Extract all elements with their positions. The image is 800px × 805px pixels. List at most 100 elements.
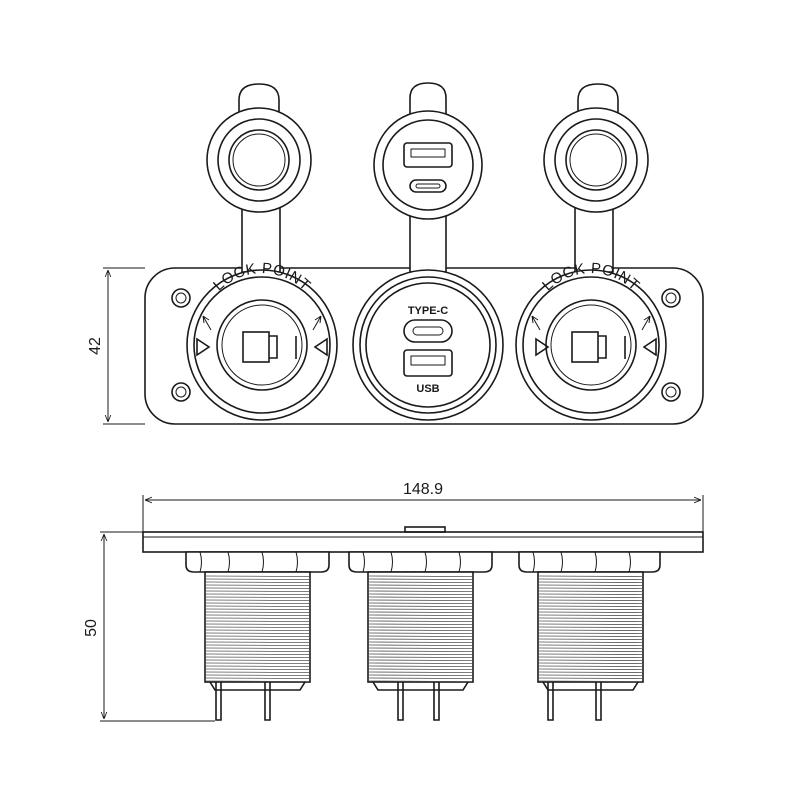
side-top-bump (404, 526, 446, 533)
left-thread-line (205, 638, 310, 640)
right-center-contact (571, 331, 599, 363)
right-thread-line (538, 623, 643, 625)
middle-thread-line (368, 656, 473, 658)
side-socket-middle (348, 551, 493, 721)
front-view: LOCK POINT LOCK POINT (87, 82, 704, 425)
middle-thread-line (368, 575, 473, 577)
right-lock-triangle-right (642, 337, 657, 357)
type-c-port (403, 319, 453, 343)
right-thread-line (538, 596, 643, 598)
middle-pin-a (397, 682, 404, 721)
left-nut (185, 551, 330, 573)
middle-thread-line (368, 581, 473, 583)
right-nut (518, 551, 661, 573)
left-pin-a (215, 682, 222, 721)
left-thread-line (205, 602, 310, 604)
middle-thread-line (368, 647, 473, 649)
right-thread-line (538, 590, 643, 592)
right-thread-line (538, 659, 643, 661)
left-thread-line (205, 659, 310, 661)
middle-thread-line (368, 671, 473, 673)
right-pin-a (547, 682, 554, 721)
right-thread-line (538, 674, 643, 676)
middle-thread-line (368, 665, 473, 667)
left-thread-line (205, 629, 310, 631)
right-thread-line (538, 602, 643, 604)
left-thread-line (205, 668, 310, 670)
right-thread-line (538, 665, 643, 667)
left-thread-line (205, 587, 310, 589)
middle-thread-line (368, 614, 473, 616)
left-thread-line (205, 599, 310, 601)
side-socket-left (185, 551, 330, 721)
middle-thread-line (368, 629, 473, 631)
left-thread-line (205, 674, 310, 676)
middle-threads (368, 575, 473, 682)
right-thread-line (538, 647, 643, 649)
right-thread-line (538, 677, 643, 679)
usb-label: USB (416, 383, 439, 395)
middle-thread-line (368, 608, 473, 610)
middle-thread-line (368, 578, 473, 580)
usb-a-port (403, 349, 453, 377)
side-view: 148.9 50 (83, 481, 704, 722)
left-threads (205, 575, 310, 682)
usb-cap-tab (409, 82, 447, 119)
left-thread-line (205, 617, 310, 619)
right-pin-b (595, 682, 602, 721)
side-width-dimension: 148.9 (142, 481, 704, 532)
right-thread-line (538, 575, 643, 577)
middle-thread-line (368, 596, 473, 598)
middle-thread-line (368, 587, 473, 589)
left-thread-line (205, 611, 310, 613)
left-socket-outer-ring (186, 269, 338, 421)
right-thread-line (538, 614, 643, 616)
middle-thread-line (368, 650, 473, 652)
left-thread-line (205, 590, 310, 592)
middle-thread-line (368, 653, 473, 655)
middle-nut (348, 551, 493, 573)
middle-thread-line (368, 677, 473, 679)
right-thread-line (538, 662, 643, 664)
middle-thread-line (368, 611, 473, 613)
left-cap (206, 107, 312, 213)
right-thread-line (538, 638, 643, 640)
left-lock-arrow-left (202, 315, 212, 331)
left-thread-line (205, 635, 310, 637)
right-lock-arrow-left (531, 315, 541, 331)
left-thread-line (205, 680, 310, 682)
middle-thread-line (368, 659, 473, 661)
usb-cap (373, 110, 483, 220)
middle-thread-line (368, 638, 473, 640)
middle-thread-line (368, 617, 473, 619)
left-thread-line (205, 596, 310, 598)
right-thread-line (538, 668, 643, 670)
left-thread-line (205, 632, 310, 634)
middle-thread-line (368, 584, 473, 586)
middle-thread-line (368, 593, 473, 595)
left-thread-line (205, 620, 310, 622)
type-c-label: TYPE-C (408, 305, 448, 317)
left-thread-line (205, 665, 310, 667)
left-thread-line (205, 614, 310, 616)
side-socket-right (518, 551, 661, 721)
right-lock-triangle-left (535, 337, 550, 357)
front-height-dimension: 42 (87, 267, 145, 425)
right-thread-line (538, 680, 643, 682)
right-thread-line (538, 653, 643, 655)
right-thread-line (538, 605, 643, 607)
right-thread-line (538, 587, 643, 589)
left-lock-arrow-right (312, 315, 322, 331)
left-thread-line (205, 647, 310, 649)
usb-socket-outer-ring (352, 269, 504, 421)
right-thread-line (538, 593, 643, 595)
left-socket: LOCK POINT (186, 83, 338, 421)
left-thread-line (205, 575, 310, 577)
right-thread-line (538, 620, 643, 622)
middle-thread-line (368, 632, 473, 634)
left-thread-line (205, 623, 310, 625)
left-thread-line (205, 608, 310, 610)
left-thread-line (205, 653, 310, 655)
usb-module: TYPE-C USB (352, 82, 504, 421)
left-thread-line (205, 605, 310, 607)
